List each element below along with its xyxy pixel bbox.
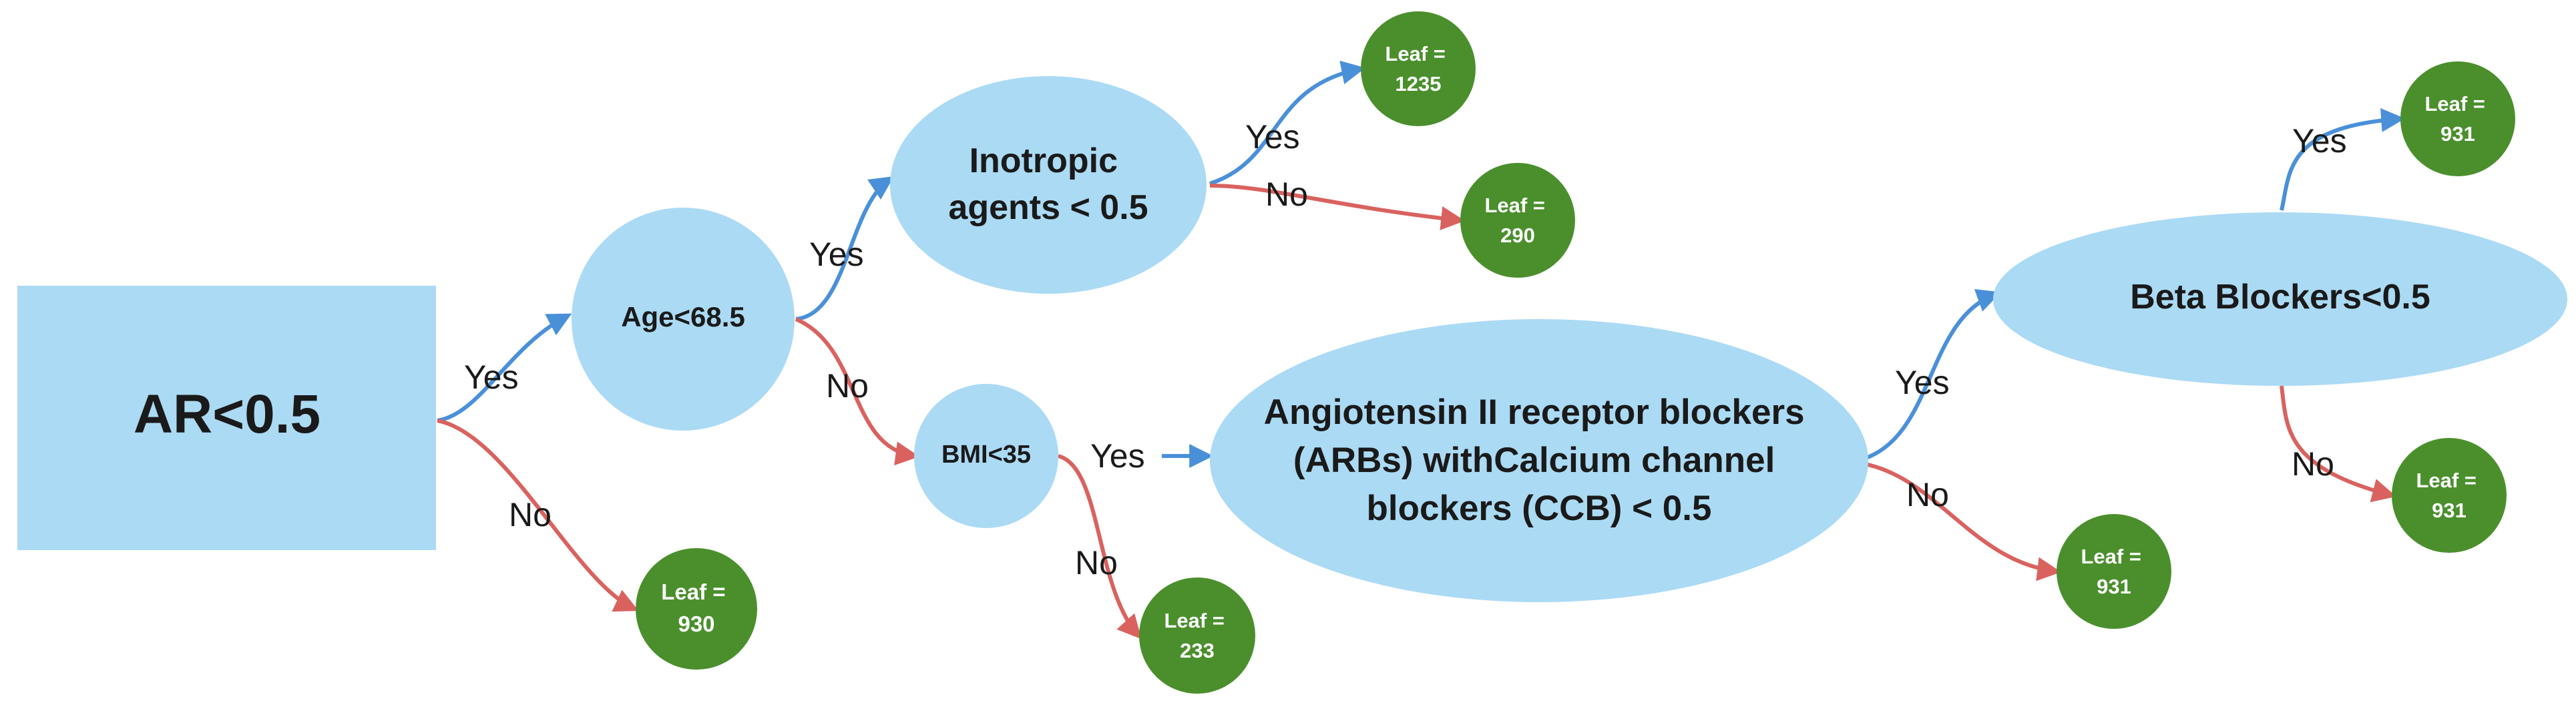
edge-label-root-no: No: [509, 496, 552, 533]
svg-text:Leaf = 1235: Leaf = 1235: [1385, 42, 1451, 95]
edge-label-ino-yes: Yes: [1245, 118, 1300, 156]
edge-ino-no: [1209, 184, 1466, 230]
leaf-label: Leaf =: [2081, 545, 2141, 568]
leaf-value: 931: [2440, 122, 2475, 146]
edge-label-age-yes: Yes: [809, 236, 864, 273]
svg-text:Leaf = 931: Leaf = 931: [2081, 545, 2147, 598]
edge-label-bmi-yes: Yes: [1090, 437, 1145, 475]
decision-node-inotropic: Inotropic agents < 0.5: [890, 76, 1207, 294]
edge-label-arb-yes: Yes: [1895, 364, 1950, 401]
edge-age-no: [795, 317, 920, 466]
svg-text:Leaf = 931: Leaf = 931: [2424, 92, 2491, 146]
edge-root-no: [437, 419, 639, 612]
leaf-node-931-arb-no: Leaf = 931: [2057, 514, 2171, 629]
edge-bmi-no: [1058, 454, 1142, 640]
leaf-label: Leaf =: [2424, 92, 2485, 115]
decision-node-arb: Angiotensin II receptor blockers (ARBs) …: [1210, 319, 1868, 602]
svg-text:Angiotensin II receptor blocke: Angiotensin II receptor blockers (ARBs) …: [1264, 393, 1815, 528]
edge-beta-no: [2280, 385, 2396, 503]
leaf-node-930: Leaf = 930: [636, 548, 757, 670]
svg-text:Age<68.5: Age<68.5: [621, 301, 745, 332]
leaf-value: 1235: [1396, 72, 1442, 95]
edge-label-bmi-no: No: [1075, 544, 1118, 581]
decision-node-root: AR<0.5: [17, 286, 436, 550]
svg-text:Leaf = 931: Leaf = 931: [2416, 469, 2482, 522]
edges: Yes No Yes No Yes No Yes No Yes No Yes N…: [437, 60, 2406, 640]
node-inotropic-line-1: Inotropic: [970, 142, 1118, 180]
decision-node-beta: Beta Blockers<0.5: [1993, 212, 2567, 386]
node-root-label: AR<0.5: [134, 384, 320, 445]
edge-label-root-yes: Yes: [464, 359, 519, 396]
leaf-node-233: Leaf = 233: [1139, 577, 1255, 694]
node-age-label: Age<68.5: [621, 301, 745, 332]
node-arb-line-2: (ARBs) withCalcium channel: [1293, 441, 1775, 480]
svg-text:Leaf = 930: Leaf = 930: [661, 579, 731, 636]
edge-age-yes: [795, 176, 894, 321]
edge-label-beta-no: No: [2292, 445, 2334, 483]
leaf-value: 233: [1180, 639, 1215, 662]
leaf-value: 931: [2097, 575, 2131, 598]
leaf-node-931-beta-yes: Leaf = 931: [2400, 61, 2515, 176]
leaf-label: Leaf =: [2416, 469, 2476, 492]
node-inotropic-line-2: agents < 0.5: [948, 188, 1148, 227]
decision-node-age: Age<68.5: [572, 208, 795, 431]
leaf-value: 931: [2432, 499, 2466, 522]
svg-text:AR<0.5: AR<0.5: [134, 384, 320, 445]
edge-label-arb-no: No: [1906, 476, 1949, 513]
decision-node-bmi: BMI<35: [914, 384, 1058, 528]
leaf-value: 290: [1500, 224, 1535, 247]
leaf-node-1235: Leaf = 1235: [1361, 11, 1476, 126]
edge-root-yes: [437, 313, 572, 423]
edge-arb-no: [1857, 461, 2062, 581]
edge-arb-yes: [1857, 288, 2001, 463]
node-beta-label: Beta Blockers<0.5: [2130, 278, 2430, 316]
svg-text:Leaf = 233: Leaf = 233: [1164, 609, 1230, 662]
leaf-label: Leaf =: [1164, 609, 1224, 632]
node-arb-line-1: Angiotensin II receptor blockers: [1264, 393, 1805, 432]
edge-label-ino-no: No: [1265, 176, 1308, 213]
edge-beta-yes: [2280, 108, 2406, 211]
leaf-label: Leaf =: [661, 579, 725, 604]
svg-text:Leaf = 290: Leaf = 290: [1484, 194, 1550, 247]
svg-text:Beta Blockers<0.5: Beta Blockers<0.5: [2130, 278, 2430, 316]
node-bmi-label: BMI<35: [941, 441, 1031, 469]
svg-text:BMI<35: BMI<35: [941, 441, 1031, 469]
leaf-value: 930: [678, 612, 714, 636]
edge-label-beta-yes: Yes: [2292, 122, 2347, 160]
leaf-label: Leaf =: [1385, 42, 1445, 65]
leaf-node-290: Leaf = 290: [1460, 163, 1575, 278]
edge-label-age-no: No: [826, 367, 869, 405]
edge-ino-yes: [1209, 60, 1366, 186]
svg-text:Inotropic agents < 0.5: Inotropic agents < 0.5: [948, 142, 1148, 227]
leaf-label: Leaf =: [1484, 194, 1544, 217]
leaf-node-931-beta-no: Leaf = 931: [2392, 438, 2507, 553]
node-arb-line-3: blockers (CCB) < 0.5: [1367, 489, 1712, 528]
